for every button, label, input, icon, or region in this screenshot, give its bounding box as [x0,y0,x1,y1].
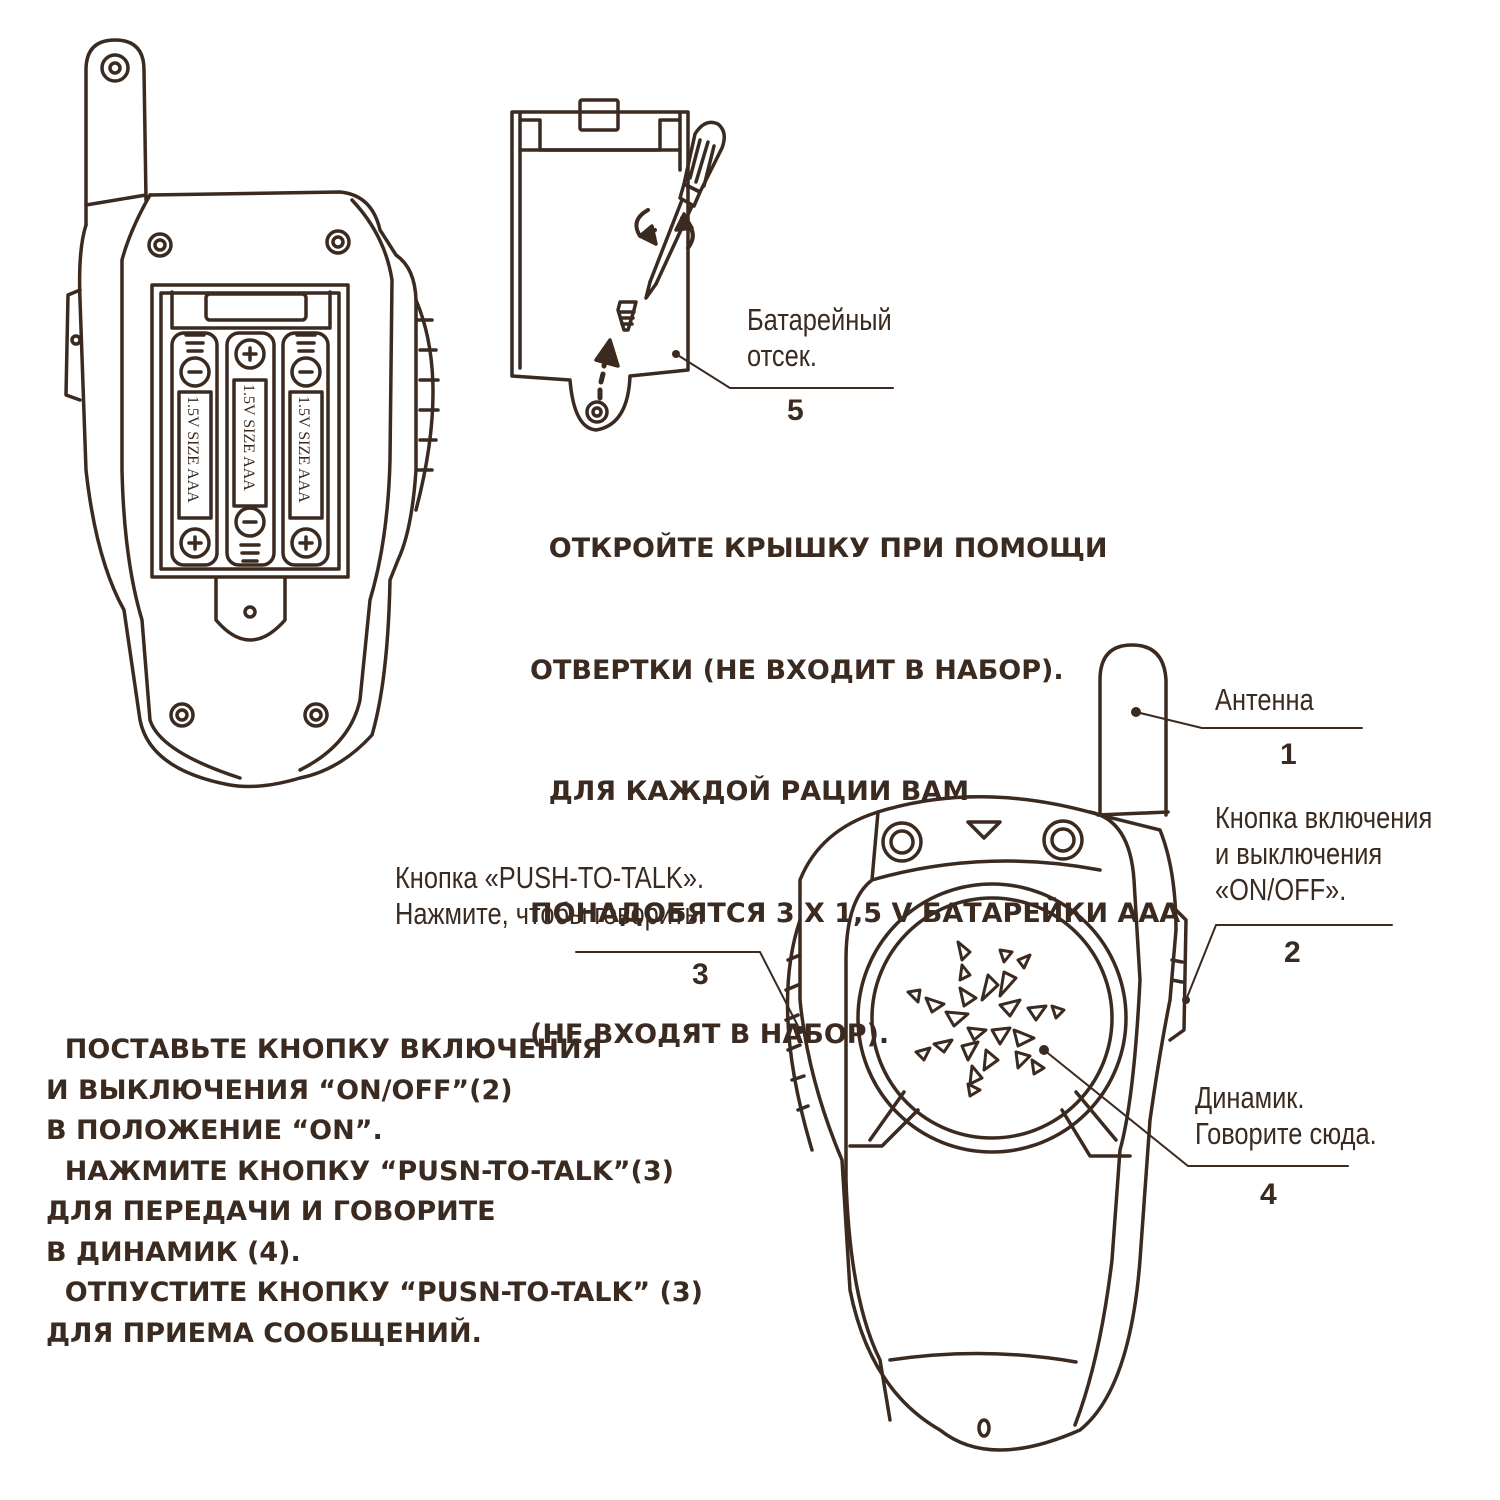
callout-speaker-line2: Говорите сюда. [1195,1116,1377,1151]
instructions-battery-line: ДЛЯ КАЖДОЙ РАЦИИ ВАМ [530,776,970,807]
callout-battery-text: Батарейный отсек. [747,302,892,374]
instructions-usage-line: В ДИНАМИК (4). [46,1236,301,1268]
callout-ptt-text: Кнопка «PUSH-TO-TALK». Нажмите, чтобы го… [395,860,705,932]
battery-cover [510,98,894,432]
instructions-usage: ПОСТАВЬТЕ КНОПКУ ВКЛЮЧЕНИЯ И ВЫКЛЮЧЕНИЯ … [46,1030,703,1354]
callout-power-number: 2 [1284,936,1301,969]
speaker-grill [906,940,1066,1098]
instructions-battery-line: ОТВЕРТКИ (НЕ ВХОДИТ В НАБОР). [530,654,1064,686]
callout-ptt-line1: Кнопка «PUSH-TO-TALK». [395,860,705,895]
instructions-battery: ОТКРОЙТЕ КРЫШКУ ПРИ ПОМОЩИ ОТВЕРТКИ (НЕ … [530,448,1180,1096]
instructions-battery-line: ОТКРОЙТЕ КРЫШКУ ПРИ ПОМОЩИ [530,533,1108,564]
radio-back-view [64,38,440,789]
callout-battery-number: 5 [787,394,804,427]
speaker-ring [856,882,1128,1154]
back-antenna [84,38,148,227]
instructions-battery-line: (НЕ ВХОДЯТ В НАБОР). [530,1019,890,1050]
back-battery-compartment [150,283,350,579]
callout-ptt-number: 3 [692,958,709,991]
instructions-usage-line: И ВЫКЛЮЧЕНИЯ “ON/OFF”(2) [46,1074,513,1106]
callout-antenna-number: 1 [1280,738,1297,771]
battery-cell-1 [170,331,219,567]
instructions-usage-line: ДЛЯ ПЕРЕДАЧИ И ГОВОРИТЕ [46,1196,496,1227]
callout-power-line3: «ON/OFF». [1215,872,1347,907]
front-antenna [1098,643,1168,817]
instructions-usage-line: ПОСТАВЬТЕ КНОПКУ ВКЛЮЧЕНИЯ [46,1034,603,1065]
callout-speaker-text: Динамик. Говорите сюда. [1195,1080,1377,1152]
callout-power-line1: Кнопка включения [1215,800,1433,835]
callout-battery-line2: отсек. [747,338,817,373]
callout-antenna-text: Антенна [1215,682,1314,718]
front-outer-body [798,795,1178,1452]
battery-cell-3 [281,331,330,567]
battery-label-1: 1.5V SIZE AAA [184,396,201,503]
instructions-usage-line: В ПОЛОЖЕНИЕ “ON”. [46,1115,383,1146]
callout-speaker-line1: Динамик. [1195,1080,1305,1115]
callout-ptt-line2: Нажмите, чтобы говорить. [395,896,705,931]
cover-outline [510,110,690,432]
back-outer-body [77,190,418,789]
callout-antenna-line1: Антенна [1215,682,1314,717]
instructions-battery-line: ПОНАДОБЯТСЯ 3 Х 1,5 V БАТАРЕЙКИ ААА [530,897,1181,929]
battery-cell-2 [225,331,276,567]
battery-label-3: 1.5V SIZE AAA [295,396,312,503]
radio-front-view [575,643,1393,1452]
callout-power-line2: и выключения [1215,836,1383,871]
instructions-usage-line: ДЛЯ ПРИЕМА СООБЩЕНИЙ. [46,1317,482,1349]
instructions-usage-line: НАЖМИТЕ КНОПКУ “PUSN-TO-TALK”(3) [46,1155,674,1187]
callout-speaker-number: 4 [1260,1178,1277,1211]
callout-battery-line1: Батарейный [747,302,892,337]
battery-label-2: 1.5V SIZE AAA [240,384,257,491]
callout-power-text: Кнопка включения и выключения «ON/OFF». [1215,800,1432,908]
instructions-usage-line: ОТПУСТИТЕ КНОПКУ “PUSN-TO-TALK” (3) [46,1277,703,1308]
screwdriver-icon [634,120,726,300]
